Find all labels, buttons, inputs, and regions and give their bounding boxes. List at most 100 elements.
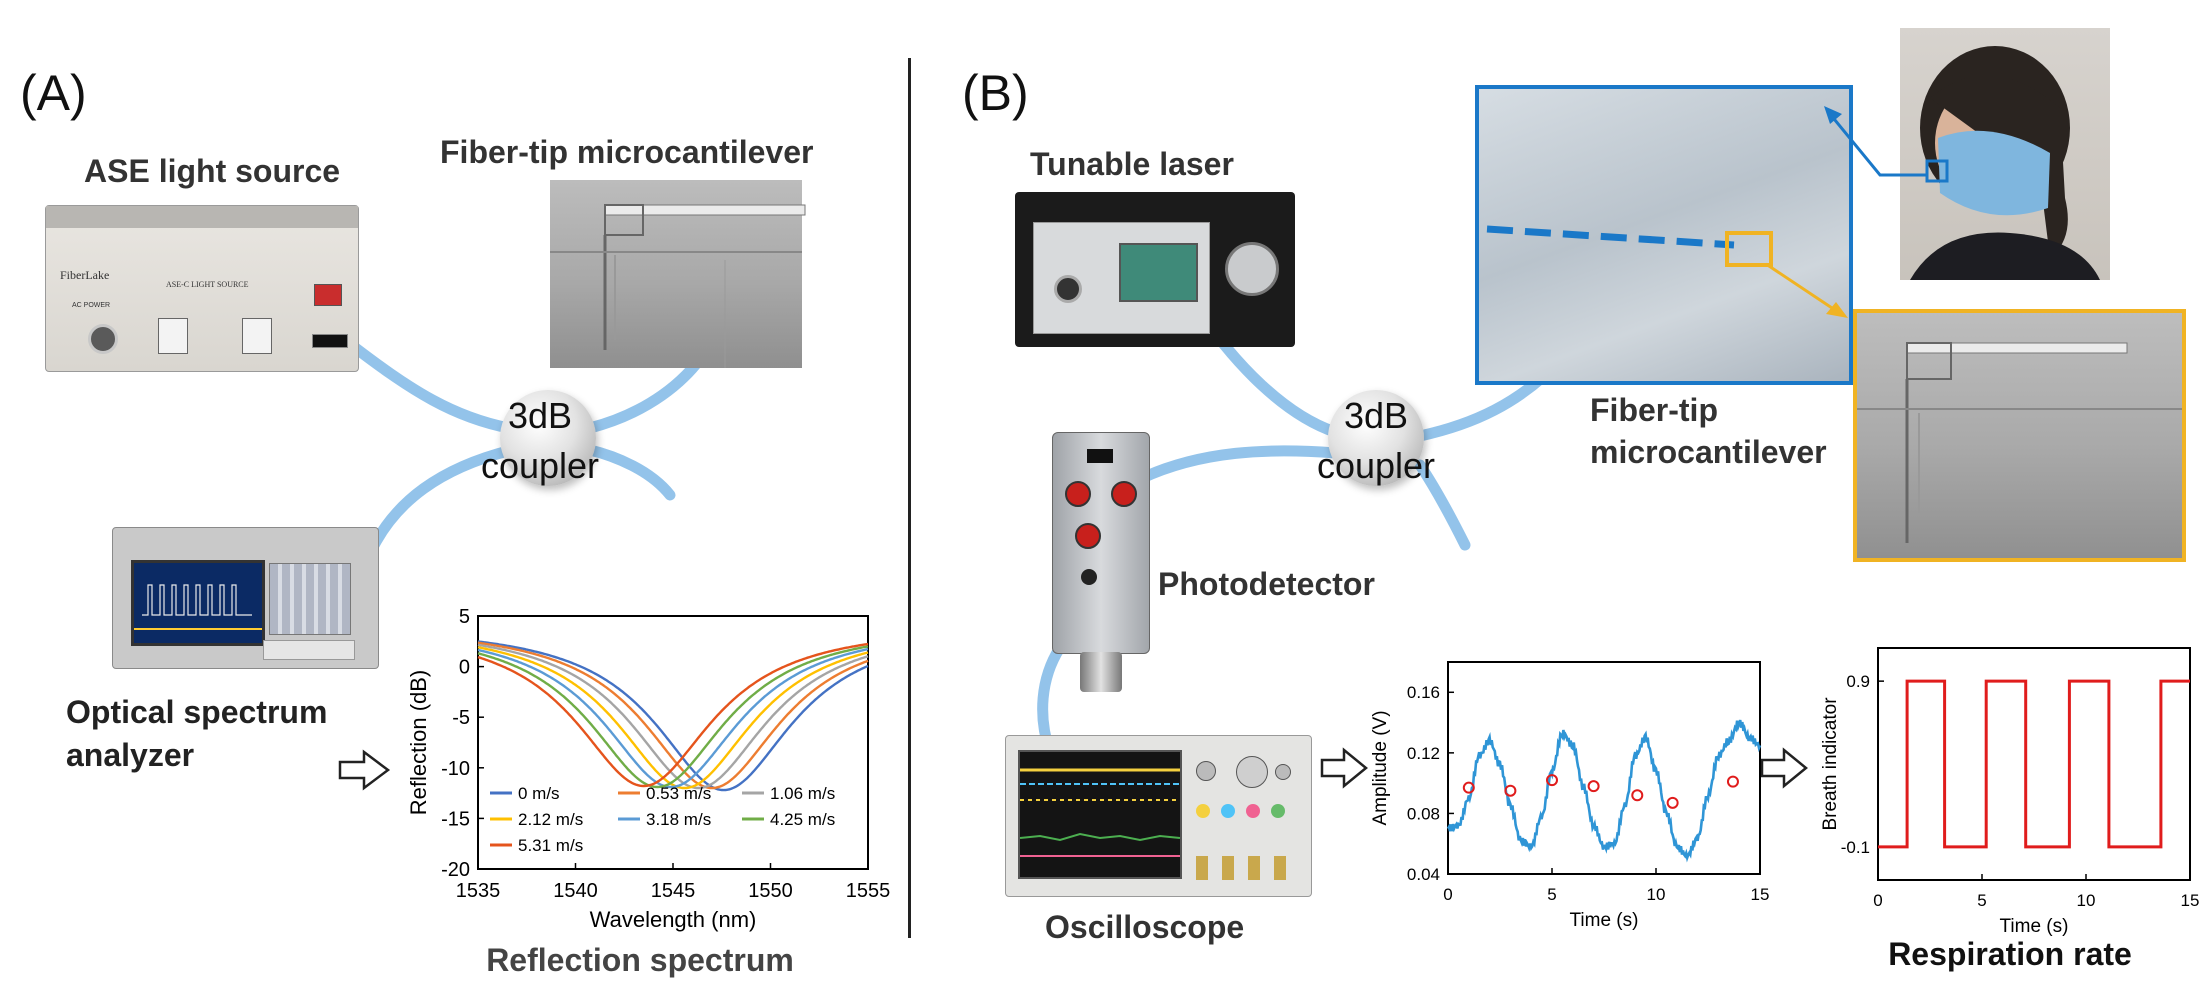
spectrum-series-line: [477, 646, 869, 790]
y-tick-label: -0.1: [1841, 838, 1870, 857]
y-axis-label: Amplitude (V): [1370, 710, 1391, 825]
laser-display: [1119, 243, 1198, 302]
tunable-laser-device: [1015, 192, 1295, 347]
osa-drive: [263, 640, 355, 660]
photodetector-post: [1080, 652, 1122, 692]
plot-frame: [1447, 661, 1761, 875]
x-axis-label: Wavelength (nm): [590, 907, 757, 932]
y-tick-label: -5: [452, 707, 470, 729]
y-tick-label: -10: [441, 758, 470, 780]
x-tick-label: 10: [2077, 891, 2096, 910]
legend-entry: 0 m/s: [518, 784, 560, 803]
photodetector-port: [1081, 569, 1097, 585]
coupler-a-label-2: coupler: [480, 445, 600, 486]
photodetector-knob-2: [1111, 481, 1137, 507]
microcantilever-a-label: Fiber-tip microcantilever: [440, 134, 814, 170]
legend-entry: 5.31 m/s: [518, 836, 583, 855]
y-tick-label: 0.9: [1846, 672, 1870, 691]
coupler-b-sphere: [1328, 390, 1424, 486]
arrow-a-icon: [338, 749, 391, 791]
legend-entry: 1.06 m/s: [770, 784, 835, 803]
ase-top-edge: [46, 206, 358, 228]
ase-brand: FiberLake: [60, 268, 110, 282]
coupler-b-label-1: 3dB: [1343, 395, 1409, 436]
spectrum-series-line: [477, 642, 869, 788]
x-tick-label: 0: [1443, 885, 1452, 904]
osa-screen: [131, 560, 265, 646]
photodetector-switch: [1087, 449, 1113, 463]
x-tick-label: 1540: [553, 880, 598, 902]
ase-enable-button: [314, 284, 342, 306]
x-tick-label: 0: [1873, 891, 1882, 910]
x-tick-label: 5: [1977, 891, 1986, 910]
fiber-b-detector: [1132, 445, 1341, 486]
legend-entry: 2.12 m/s: [518, 810, 583, 829]
x-tick-label: 1555: [846, 880, 891, 902]
x-tick-label: 5: [1547, 885, 1556, 904]
ase-warning-label: [312, 334, 348, 348]
y-axis-label: Reflection (dB): [406, 670, 431, 816]
osa-label-line-1: Optical spectrum: [66, 694, 328, 730]
x-axis-label: Time (s): [1570, 910, 1639, 931]
oscilloscope-inputs: [1196, 856, 1296, 880]
ase-model: ASE-C LIGHT SOURCE: [166, 280, 249, 289]
y-tick-label: -15: [441, 808, 470, 830]
y-tick-label: 0.08: [1407, 804, 1440, 823]
fiber-a-out: [584, 444, 676, 501]
microcantilever-b-label-2: microcantilever: [1590, 434, 1827, 470]
x-tick-label: 15: [2181, 891, 2200, 910]
y-tick-label: 0.16: [1407, 683, 1440, 702]
spectrum-series-line: [477, 640, 869, 792]
coupler-a-label-1: 3dB: [507, 395, 573, 436]
ase-power-label: AC POWER: [72, 302, 111, 309]
photodetector-label: Photodetector: [1158, 566, 1375, 602]
coupler-a-sphere: [500, 390, 596, 486]
fiber-a-source: [339, 334, 526, 436]
amplitude-marker: [1587, 780, 1600, 793]
mask-closeup-photo: [1475, 85, 1853, 385]
breath-series-line: [1878, 679, 2190, 849]
photodetector-knob-3: [1075, 523, 1101, 549]
respiration-rate-caption: Respiration rate: [1888, 936, 2132, 972]
amplitude-marker: [1546, 774, 1558, 787]
x-tick-label: 10: [1647, 885, 1666, 904]
ase-power-knob: [88, 324, 118, 354]
arrow-b2-icon: [1760, 747, 1808, 789]
x-tick-label: 1535: [456, 880, 501, 902]
amplitude-marker: [1726, 775, 1739, 788]
oscilloscope-device: [1005, 735, 1312, 897]
plot-frame: [1877, 647, 2191, 881]
y-tick-label: 0.12: [1407, 744, 1440, 763]
y-tick-label: 0: [459, 657, 470, 679]
y-tick-label: 5: [459, 606, 470, 628]
osa-device: [112, 527, 379, 669]
y-tick-label: 0.04: [1407, 865, 1440, 884]
panel-divider: [908, 58, 911, 938]
laser-front-panel: [1033, 222, 1210, 334]
oscilloscope-label: Oscilloscope: [1045, 909, 1245, 945]
spectrum-series-line: [477, 641, 869, 790]
panel-b-label: (B): [962, 65, 1029, 121]
x-tick-label: 1545: [651, 880, 696, 902]
spectrum-series-line: [477, 645, 869, 789]
oscilloscope-controls: [1191, 756, 1301, 846]
callout-arrow-yellow: [1765, 262, 1848, 318]
osa-label-line-2: analyzer: [66, 737, 195, 773]
ase-light-source-device: FiberLake ASE-C LIGHT SOURCE AC POWER: [45, 205, 359, 372]
ase-source-label: ASE light source: [84, 153, 341, 189]
panel-a-label: (A): [20, 65, 87, 121]
oscilloscope-screen: [1018, 750, 1182, 879]
x-axis-label: Time (s): [2000, 916, 2069, 937]
y-axis-label: Breath indicator: [1820, 697, 1841, 831]
microcantilever-photo-b: [1853, 309, 2186, 562]
y-tick-label: -20: [441, 859, 470, 881]
fiber-b-out: [1414, 459, 1471, 551]
legend-entry: 3.18 m/s: [646, 810, 711, 829]
amplitude-marker: [1504, 784, 1517, 797]
amplitude-marker: [1462, 781, 1475, 794]
tunable-laser-label: Tunable laser: [1030, 146, 1234, 182]
coupler-b-label-2: coupler: [1316, 445, 1436, 486]
amplitude-series-line: [1446, 719, 1762, 863]
